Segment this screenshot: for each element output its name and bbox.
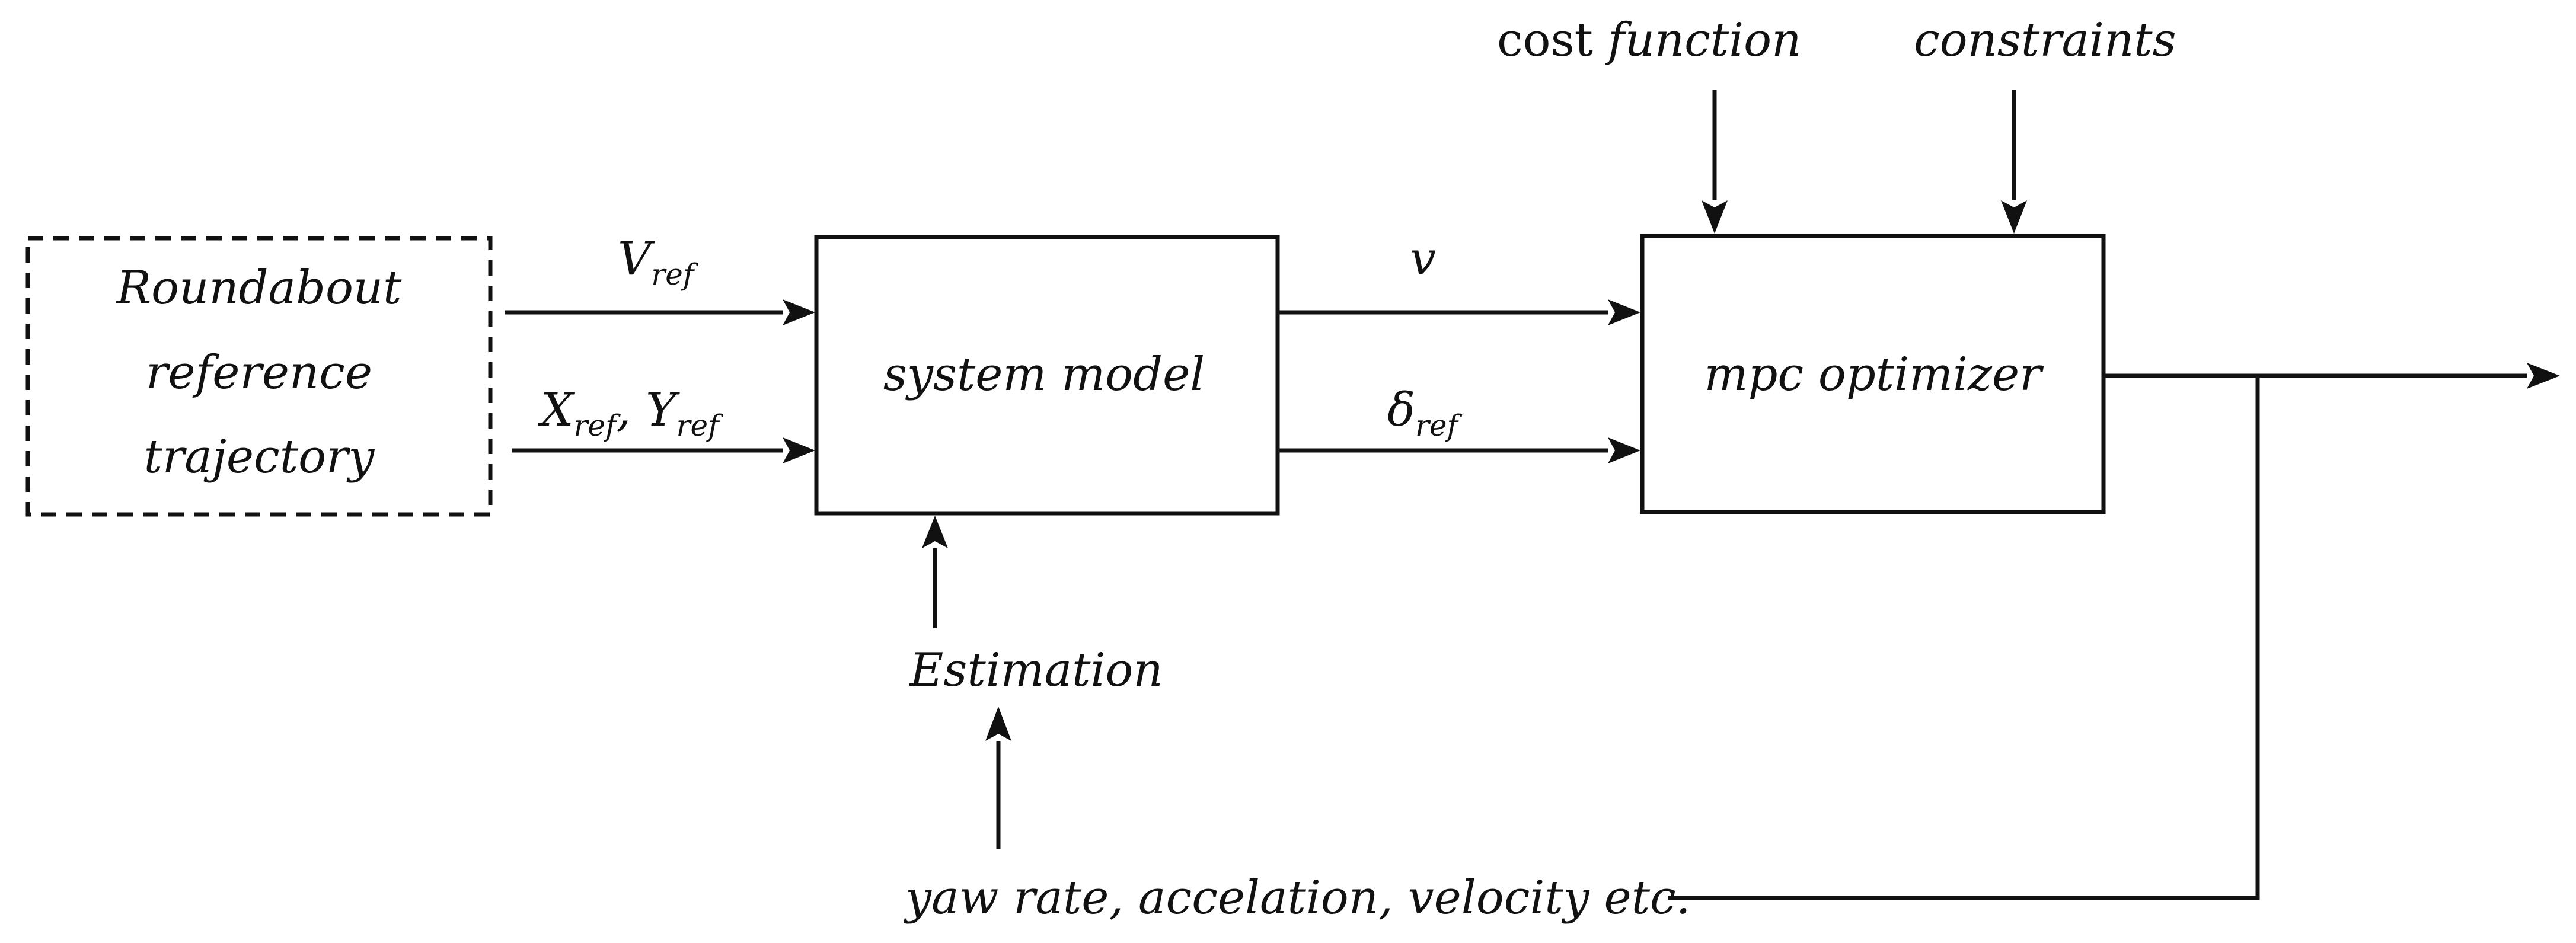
measurements-arrowhead	[985, 707, 1011, 741]
reference-line-2: reference	[146, 346, 372, 399]
xy-ref-arrowhead	[783, 437, 815, 463]
output-arrowhead	[2527, 363, 2560, 389]
system-model-block	[814, 235, 1280, 516]
mpc-optimizer-label: mpc optimizer	[1704, 348, 2044, 401]
v-label: v	[1410, 232, 1436, 286]
reference-trajectory-block	[25, 236, 493, 517]
v-ref-label: Vref	[618, 232, 698, 292]
delta-ref-arrowhead	[1608, 437, 1640, 463]
v-arrowhead	[1608, 299, 1640, 325]
cost-function-arrowhead	[1702, 200, 1728, 234]
cost-function-label: cost function	[1497, 14, 1801, 67]
feedback-line	[1668, 376, 2260, 900]
mpc-optimizer-block	[1640, 234, 2106, 514]
delta-ref-label: δref	[1387, 383, 1462, 443]
reference-line-3: trajectory	[144, 430, 375, 484]
xy-ref-label: Xref, Yref	[537, 383, 723, 443]
constraints-label: constraints	[1914, 14, 2176, 67]
estimation-label: Estimation	[908, 644, 1163, 697]
system-model-label: system model	[883, 348, 1205, 401]
estimation-arrowhead	[922, 516, 948, 548]
constraints-arrowhead	[2001, 200, 2027, 234]
v-ref-arrowhead	[783, 299, 815, 325]
measurements-label: yaw rate, accelation, velocity etc.	[904, 871, 1691, 925]
reference-line-1: Roundabout	[115, 261, 402, 315]
